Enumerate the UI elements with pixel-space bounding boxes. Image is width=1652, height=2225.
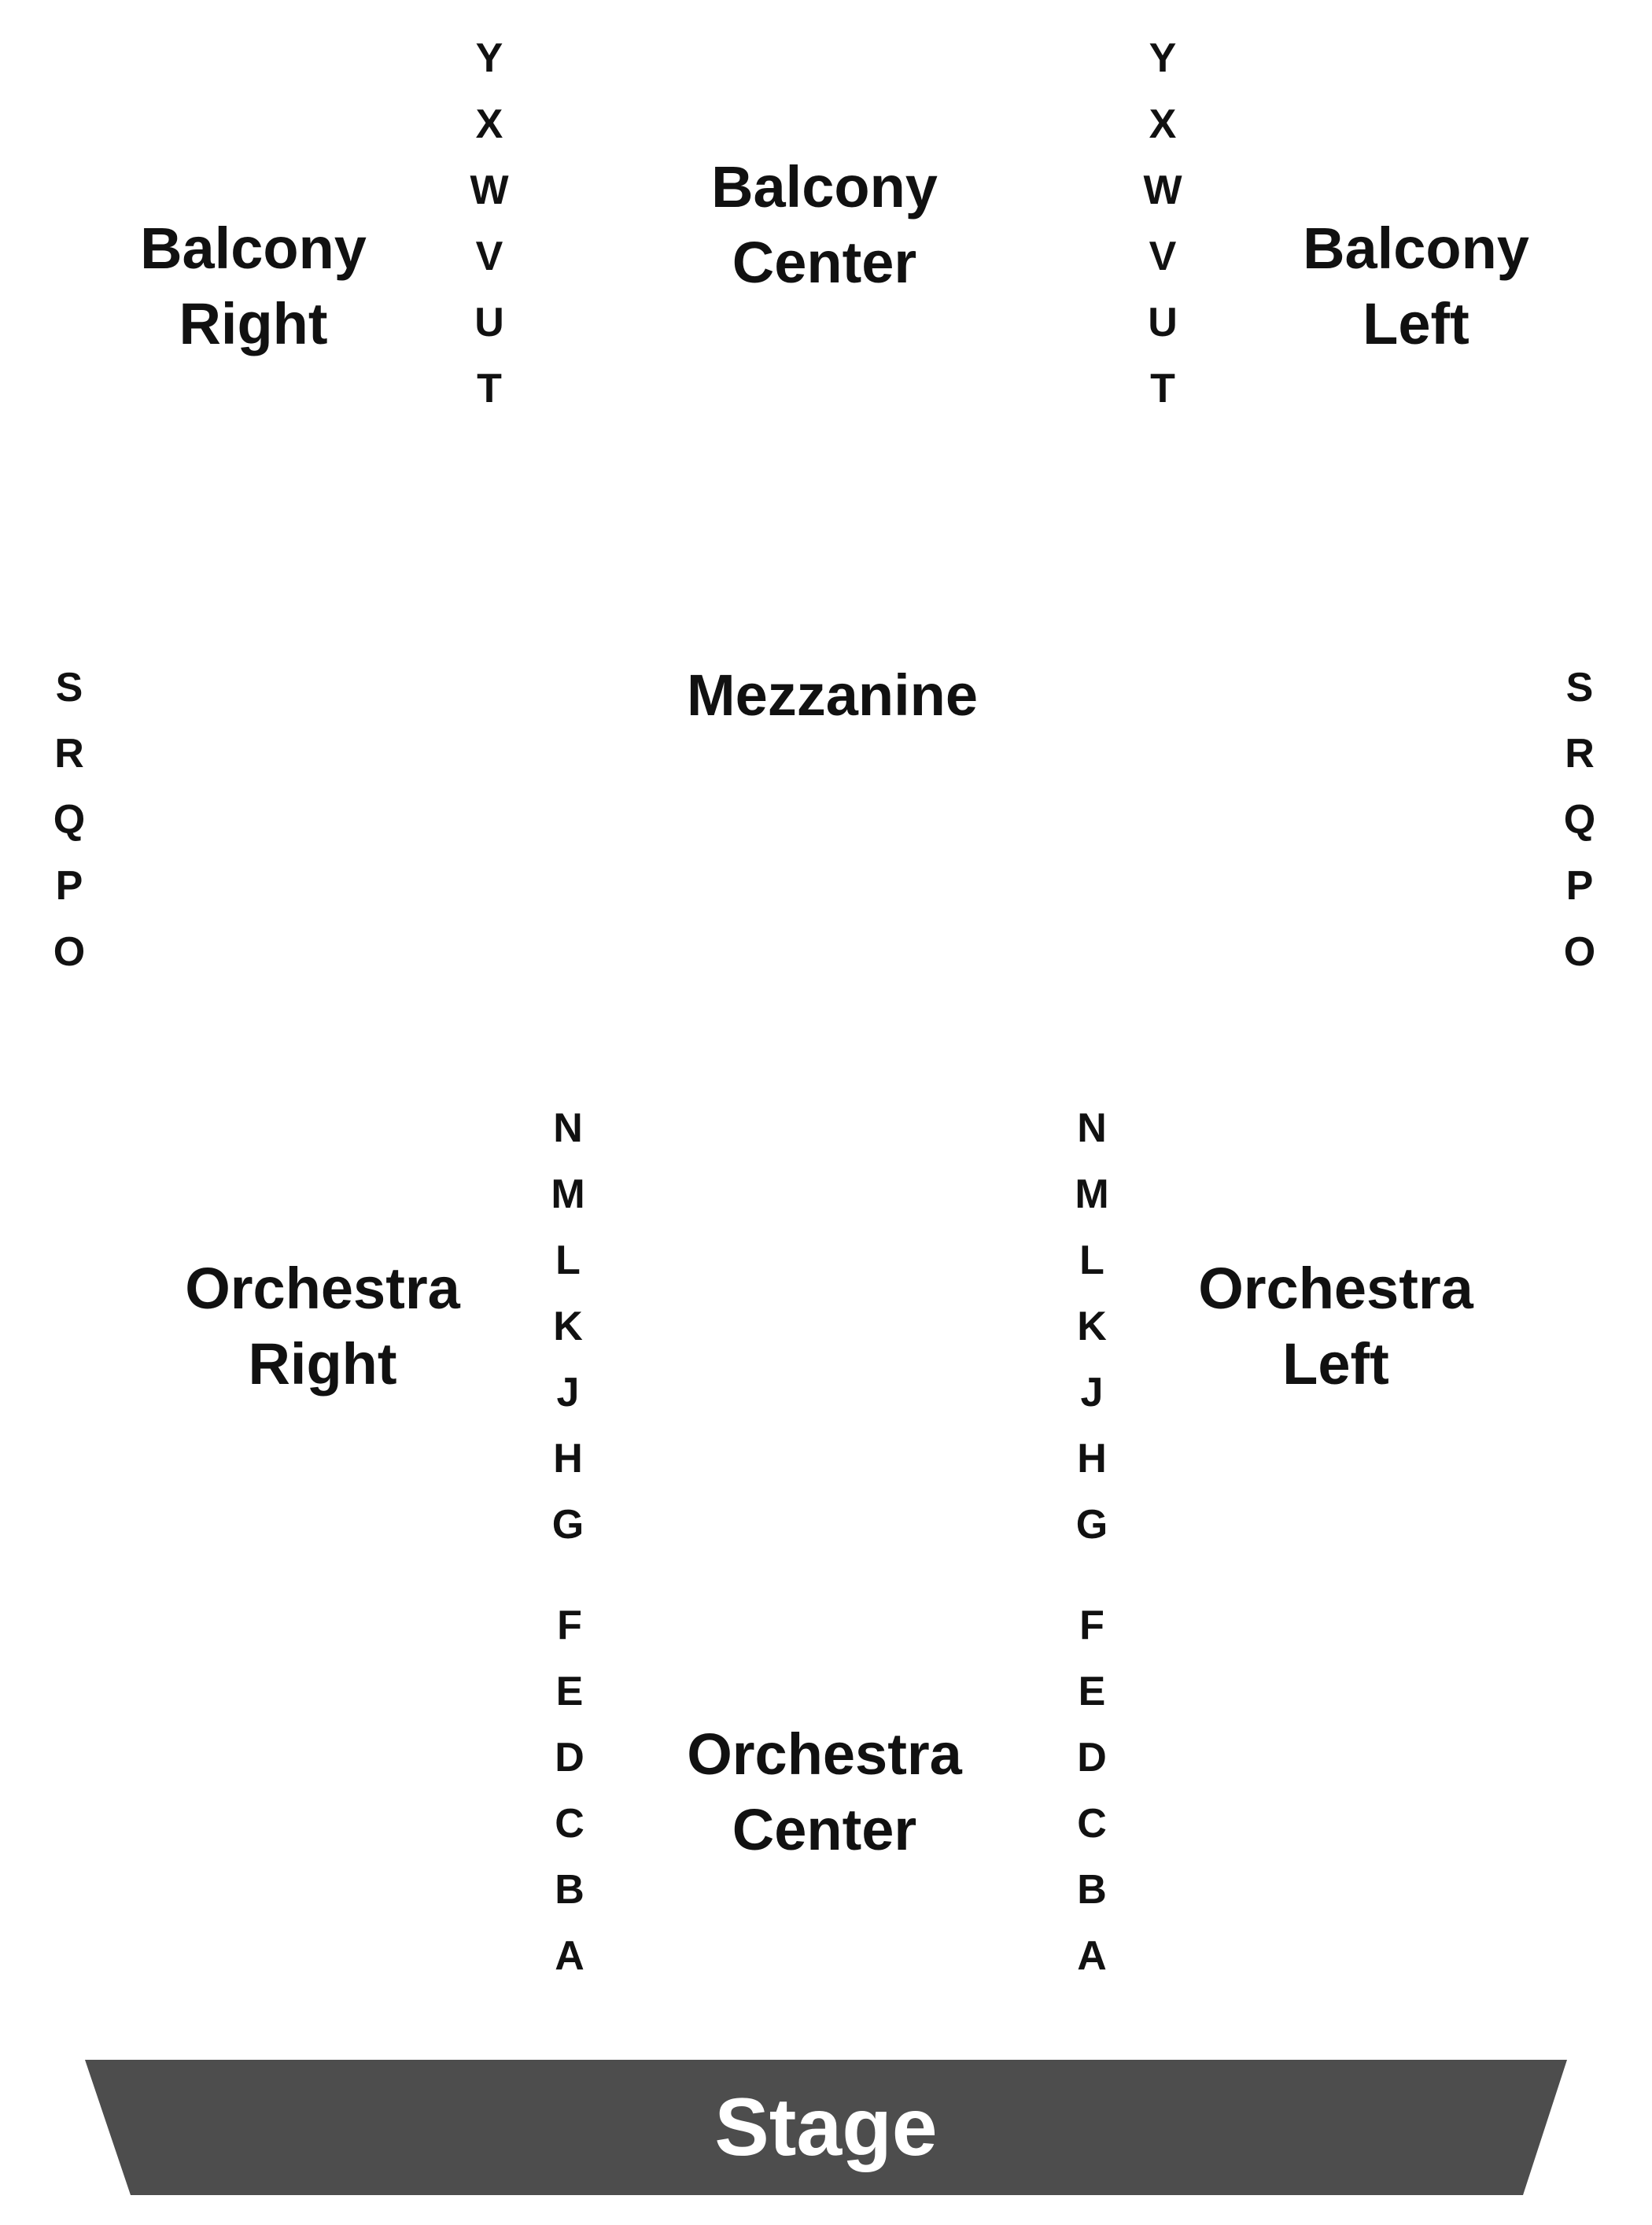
row-letter: B <box>1077 1867 1107 1913</box>
row-letter: W <box>470 168 509 213</box>
row-letter: C <box>555 1801 584 1847</box>
row-letter: M <box>1075 1172 1109 1217</box>
row-letter: D <box>555 1735 584 1780</box>
row-letter: U <box>474 300 504 345</box>
section-label-mezzanine: Mezzanine <box>687 658 978 733</box>
stage-label: Stage <box>714 2082 938 2173</box>
row-letter: K <box>553 1304 583 1349</box>
section-label-line: Center <box>732 1797 917 1862</box>
row-letter: O <box>1563 929 1596 975</box>
row-letter: G <box>1075 1502 1108 1548</box>
row-letter: X <box>1149 101 1177 147</box>
row-letter: W <box>1143 168 1182 213</box>
stage-trapezoid <box>85 2060 1567 2195</box>
row-letter: X <box>475 101 503 147</box>
section-label-line: Balcony <box>1303 216 1529 281</box>
section-label-balcony-left: Balcony Left <box>1303 211 1529 362</box>
section-label-orchestra-left: Orchestra Left <box>1198 1251 1473 1402</box>
row-letter: J <box>556 1370 580 1415</box>
row-letter: T <box>477 366 502 411</box>
section-label-line: Orchestra <box>1198 1256 1473 1321</box>
row-letter: V <box>1149 234 1177 279</box>
row-letter: L <box>555 1238 581 1283</box>
row-letter: E <box>555 1669 584 1714</box>
row-letter: S <box>55 665 83 710</box>
row-letter: F <box>557 1603 582 1648</box>
section-label-line: Left <box>1363 291 1469 356</box>
row-letter: C <box>1077 1801 1107 1847</box>
stage: Stage <box>85 2060 1567 2195</box>
row-letter: S <box>1565 665 1594 710</box>
row-letter: U <box>1148 300 1178 345</box>
row-letter: O <box>53 929 86 975</box>
section-label-balcony-right: Balcony Right <box>140 211 367 362</box>
row-letter: B <box>555 1867 584 1913</box>
row-letter: N <box>553 1105 583 1151</box>
row-letter: P <box>1565 863 1594 909</box>
row-letter: T <box>1150 366 1175 411</box>
row-letter: L <box>1079 1238 1104 1283</box>
row-letter: N <box>1077 1105 1107 1151</box>
row-letter: A <box>1077 1933 1107 1979</box>
section-label-line: Right <box>248 1331 397 1397</box>
row-letter: A <box>555 1933 584 1979</box>
row-letter: R <box>54 731 84 777</box>
section-label-orchestra-center: Orchestra Center <box>687 1717 962 1868</box>
row-letter: Q <box>53 797 86 843</box>
section-label-line: Balcony <box>711 154 938 220</box>
row-letter: M <box>551 1172 585 1217</box>
row-letter: H <box>553 1436 583 1481</box>
row-letter: H <box>1077 1436 1107 1481</box>
row-letter: D <box>1077 1735 1107 1780</box>
section-label-line: Orchestra <box>687 1721 962 1787</box>
section-label-line: Mezzanine <box>686 662 979 728</box>
section-label-orchestra-right: Orchestra Right <box>185 1251 460 1402</box>
row-letter: Y <box>475 35 503 81</box>
stage-shape <box>85 2060 1567 2195</box>
row-letter: Q <box>1563 797 1596 843</box>
row-letter: E <box>1078 1669 1106 1714</box>
row-letter: P <box>55 863 83 909</box>
row-letter: Y <box>1149 35 1177 81</box>
row-letter: G <box>551 1502 584 1548</box>
row-letter: V <box>475 234 503 279</box>
row-letter: F <box>1079 1603 1104 1648</box>
section-label-balcony-center: Balcony Center <box>711 149 938 301</box>
section-label-line: Right <box>179 291 328 356</box>
section-label-line: Left <box>1282 1331 1389 1397</box>
row-letter: K <box>1077 1304 1107 1349</box>
row-letter: J <box>1080 1370 1104 1415</box>
section-label-line: Center <box>732 230 917 295</box>
section-label-line: Orchestra <box>185 1256 460 1321</box>
section-label-line: Balcony <box>140 216 367 281</box>
row-letter: R <box>1565 731 1595 777</box>
